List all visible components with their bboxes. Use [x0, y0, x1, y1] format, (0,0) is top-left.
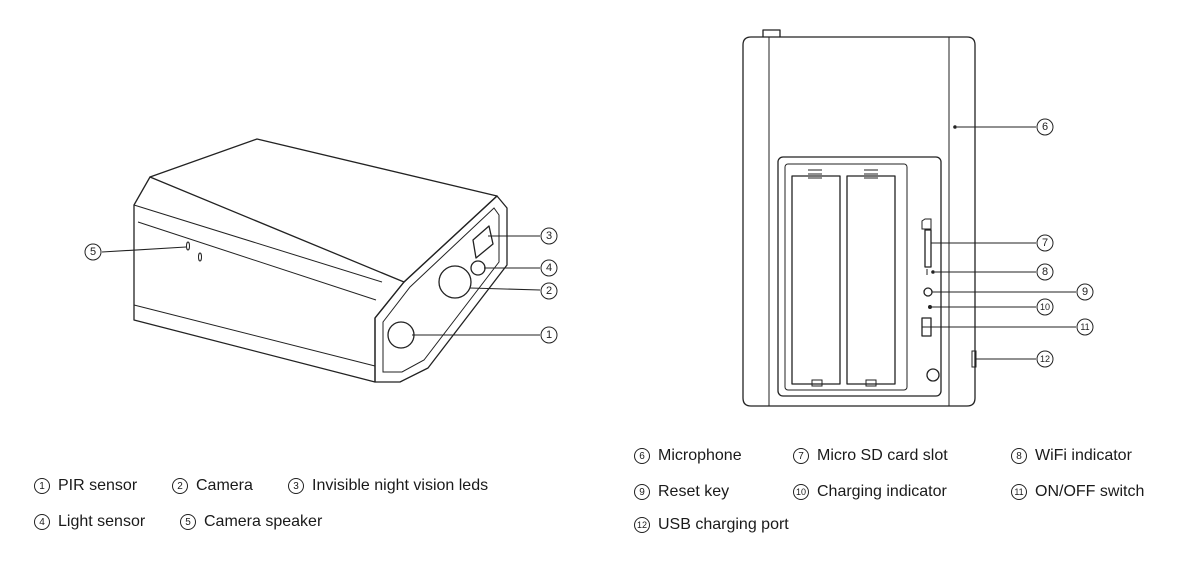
- callout-7: 7: [1036, 234, 1054, 252]
- legend-label: Charging indicator: [817, 483, 947, 500]
- legend-num: 4: [34, 514, 50, 530]
- svg-text:6: 6: [1042, 121, 1048, 133]
- legend-label: ON/OFF switch: [1035, 483, 1145, 500]
- front-view-device: [133, 138, 508, 383]
- legend-num: 2: [172, 478, 188, 494]
- legend-num: 12: [634, 517, 650, 533]
- legend-label: Micro SD card slot: [817, 447, 948, 464]
- callout-12: 12: [1036, 350, 1054, 368]
- back-view-device: [742, 29, 977, 407]
- legend-num: 1: [34, 478, 50, 494]
- svg-text:10: 10: [1040, 302, 1050, 312]
- legend-label: WiFi indicator: [1035, 447, 1132, 464]
- legend-num: 10: [793, 484, 809, 500]
- svg-text:12: 12: [1040, 354, 1050, 364]
- legend-item-reset: 9 Reset key: [634, 483, 729, 501]
- callout-9: 9: [1076, 283, 1094, 301]
- svg-text:7: 7: [1042, 237, 1048, 249]
- legend-item-camera: 2 Camera: [172, 477, 253, 495]
- callout-11: 11: [1076, 318, 1094, 336]
- legend-num: 6: [634, 448, 650, 464]
- legend-num: 9: [634, 484, 650, 500]
- legend-item-leds: 3 Invisible night vision leds: [288, 477, 488, 495]
- callout-3: 3: [540, 227, 558, 245]
- callout-1: 1: [540, 326, 558, 344]
- legend-label: Camera speaker: [204, 513, 323, 530]
- legend-item-microphone: 6 Microphone: [634, 447, 742, 465]
- legend-label: PIR sensor: [58, 477, 138, 494]
- legend-num: 5: [180, 514, 196, 530]
- callout-6: 6: [1036, 118, 1054, 136]
- legend-item-charging: 10 Charging indicator: [793, 483, 947, 501]
- callout-2: 2: [540, 282, 558, 300]
- svg-text:9: 9: [1082, 286, 1088, 298]
- svg-text:4: 4: [546, 262, 552, 274]
- legend-item-pir: 1 PIR sensor: [34, 477, 137, 495]
- legend-num: 7: [793, 448, 809, 464]
- legend-label: Light sensor: [58, 513, 146, 530]
- legend-item-usb: 12 USB charging port: [634, 516, 789, 534]
- svg-text:8: 8: [1042, 266, 1048, 278]
- legend-num: 8: [1011, 448, 1027, 464]
- legend-label: USB charging port: [658, 516, 789, 533]
- callout-4: 4: [540, 259, 558, 277]
- svg-text:3: 3: [546, 230, 552, 242]
- legend-num: 11: [1011, 484, 1027, 500]
- svg-text:11: 11: [1080, 322, 1089, 332]
- callout-5: 5: [84, 243, 102, 261]
- legend-label: Camera: [196, 477, 253, 494]
- callout-8: 8: [1036, 263, 1054, 281]
- svg-text:1: 1: [546, 329, 552, 341]
- front-view-leaders: [101, 235, 541, 336]
- callout-10: 10: [1036, 298, 1054, 316]
- legend-item-sd-slot: 7 Micro SD card slot: [793, 447, 948, 465]
- legend-item-speaker: 5 Camera speaker: [180, 513, 322, 531]
- svg-text:2: 2: [546, 285, 552, 297]
- legend-item-wifi: 8 WiFi indicator: [1011, 447, 1132, 465]
- legend-num: 3: [288, 478, 304, 494]
- legend-item-light-sensor: 4 Light sensor: [34, 513, 145, 531]
- legend-label: Reset key: [658, 483, 730, 500]
- svg-text:5: 5: [90, 246, 96, 258]
- legend-item-switch: 11 ON/OFF switch: [1011, 483, 1144, 501]
- back-view-leaders: [931, 126, 1076, 360]
- legend-label: Microphone: [658, 447, 742, 464]
- legend-label: Invisible night vision leds: [312, 477, 489, 494]
